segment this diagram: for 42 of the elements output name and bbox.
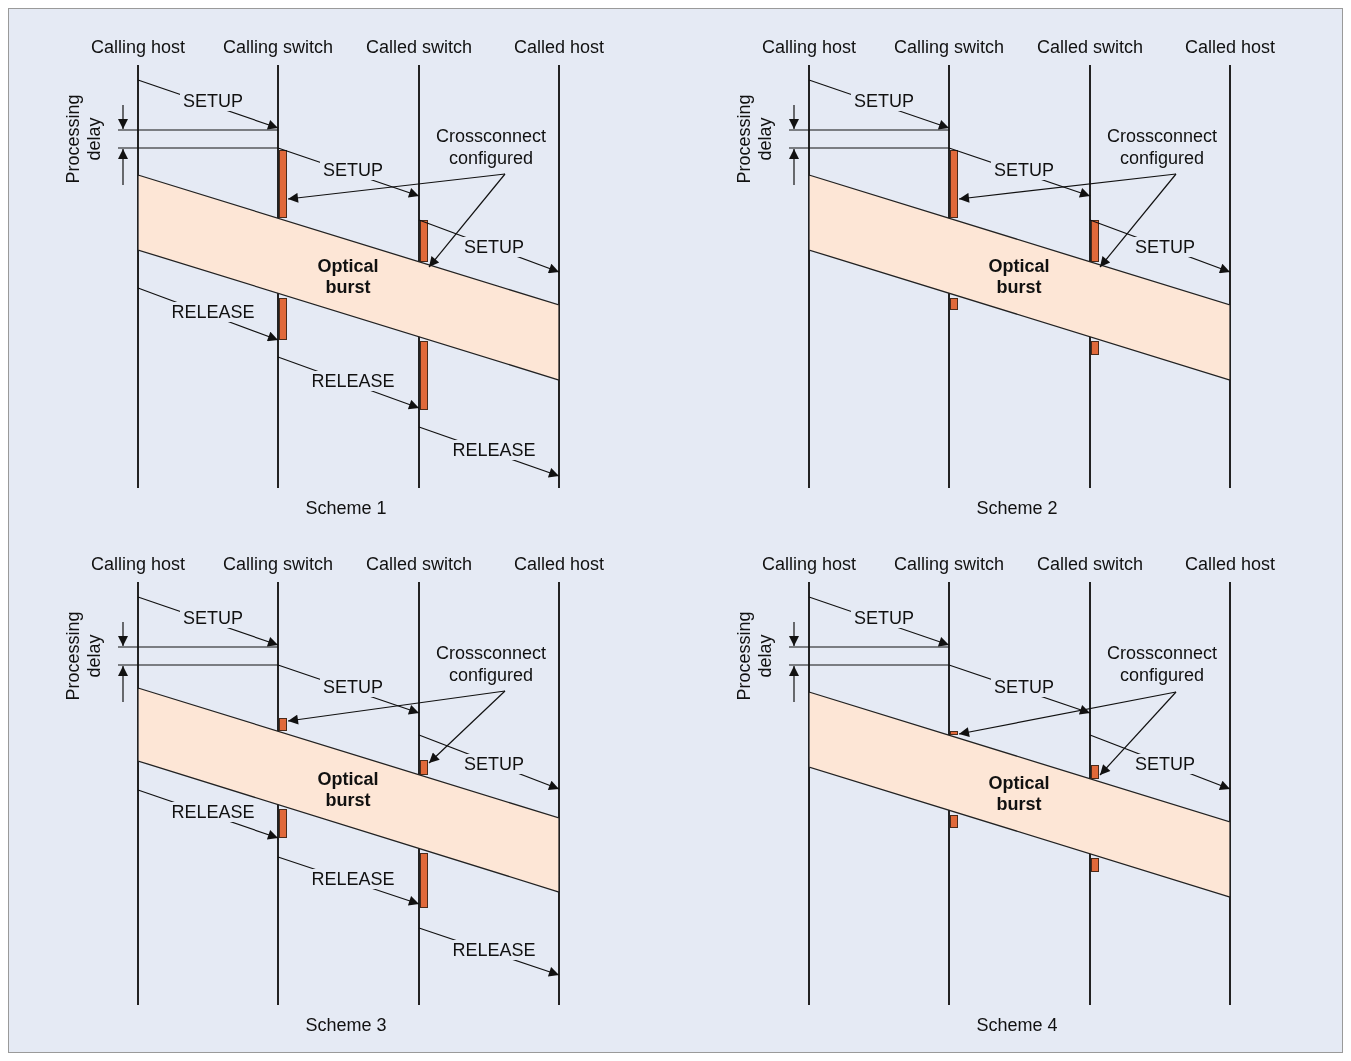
column-heading: Calling host [761,37,857,57]
band-label: Optical burst [987,773,1051,815]
optical-burst-band [809,692,1230,897]
leader-line [1099,173,1177,268]
band-label: Optical burst [316,256,380,298]
column-heading: Called switch [366,37,472,57]
column-heading: Calling switch [223,554,333,574]
column-heading: Calling host [90,554,186,574]
callout-text: Crossconnect configured [421,125,561,169]
leader-line [958,691,1177,737]
column-heading: Called switch [366,554,472,574]
callout-text: Crossconnect configured [1092,642,1232,686]
callout-text: Crossconnect configured [421,642,561,686]
scheme-caption: Scheme 4 [976,1015,1058,1035]
column-heading: Calling host [761,554,857,574]
dimension-label: Processing delay [63,610,105,703]
dimension-label: Processing delay [734,610,776,703]
column-heading: Called host [1184,554,1276,574]
column-heading: Called host [1184,37,1276,57]
column-heading: Calling switch [223,37,333,57]
leader-line [1099,691,1177,776]
leader-line [958,173,1177,203]
scheme-caption: Scheme 3 [305,1015,387,1035]
leader-line [428,173,506,268]
leader-line [287,690,506,725]
dimension-label: Processing delay [63,93,105,186]
dimension-label: Processing delay [734,93,776,186]
leader-line [287,173,506,203]
leader-line [428,690,506,764]
band-label: Optical burst [316,769,380,811]
column-heading: Called host [513,554,605,574]
column-heading: Called host [513,37,605,57]
column-heading: Called switch [1037,554,1143,574]
column-heading: Calling host [90,37,186,57]
callout-text: Crossconnect configured [1092,125,1232,169]
column-heading: Called switch [1037,37,1143,57]
band-label: Optical burst [987,256,1051,298]
column-heading: Calling switch [894,554,1004,574]
scheme-caption: Scheme 1 [305,498,387,518]
scheme-caption: Scheme 2 [976,498,1058,518]
column-heading: Calling switch [894,37,1004,57]
optical-burst-band [809,175,1230,380]
